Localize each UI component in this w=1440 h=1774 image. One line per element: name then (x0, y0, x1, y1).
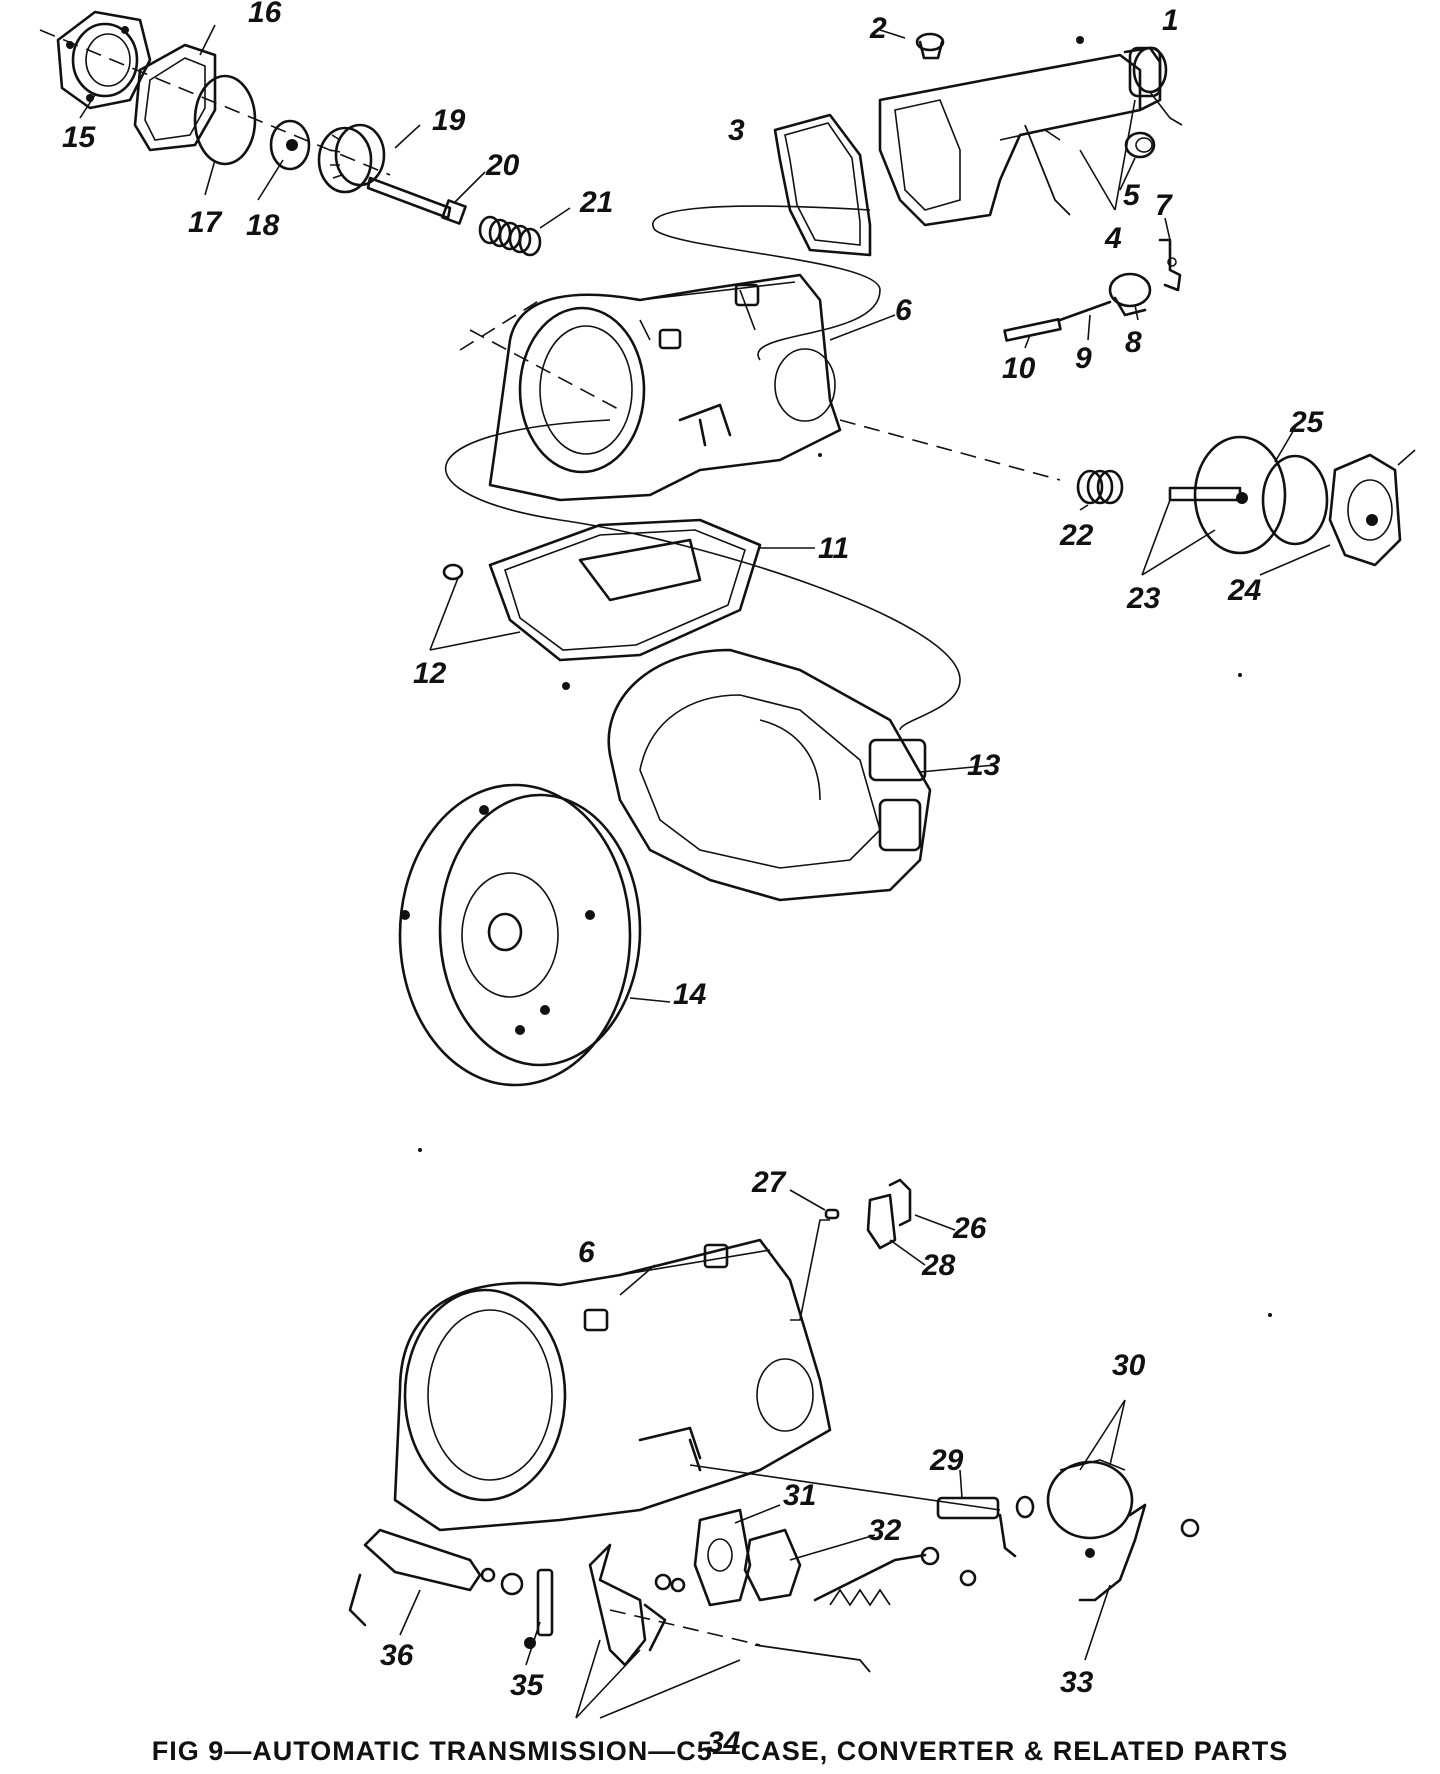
park-rod-bracket (500, 1568, 686, 1637)
pump-gasket (133, 43, 217, 152)
neutral-switch (1046, 1459, 1134, 1540)
stator-support (317, 123, 386, 194)
servo-gasket (743, 1528, 802, 1602)
callout-14: 14 (673, 978, 707, 1011)
servo-spring (1076, 469, 1124, 505)
callout-8: 8 (1125, 326, 1142, 359)
bolt (1085, 1548, 1095, 1558)
callout-21: 21 (579, 186, 613, 219)
callout-4: 4 (1104, 222, 1122, 255)
servo-piston (1168, 435, 1287, 555)
input-shaft (366, 176, 467, 225)
callout-27: 27 (751, 1166, 787, 1199)
callout-1: 1 (1162, 4, 1179, 37)
callout-labels: 1 2 3 4 5 6 7 8 9 10 11 12 13 14 15 16 1… (62, 0, 1325, 1759)
extension-gasket (773, 113, 872, 257)
callout-26: 26 (952, 1212, 987, 1245)
extension-housing (878, 46, 1162, 227)
callout-7: 7 (1155, 189, 1173, 222)
callout-2: 2 (869, 12, 887, 45)
spring-pack (478, 215, 542, 257)
callout-29: 29 (929, 1444, 964, 1477)
shift-rod (1003, 317, 1062, 342)
callout-17: 17 (188, 206, 223, 239)
servo-cover (1328, 453, 1402, 567)
callout-32: 32 (868, 1514, 902, 1547)
front-pump-housing (56, 10, 152, 110)
torque-converter (398, 783, 642, 1087)
callout-34: 34 (707, 1726, 741, 1759)
callout-20: 20 (485, 149, 520, 182)
transmission-case-upper (488, 273, 842, 502)
callout-31: 31 (783, 1479, 816, 1512)
detent-spring (888, 1178, 912, 1227)
cooler-tube-bracket (348, 1528, 496, 1627)
o-ring (193, 74, 257, 166)
callout-23: 23 (1126, 582, 1161, 615)
figure-caption: FIG 9—AUTOMATIC TRANSMISSION—C5—CASE, CO… (151, 1736, 1289, 1766)
linkage-rod (754, 1546, 977, 1673)
servo-cover-plate (693, 1508, 752, 1607)
callout-10: 10 (1002, 352, 1036, 385)
driven-shaft (1058, 300, 1112, 322)
pin (824, 1208, 840, 1220)
bushing (1124, 131, 1156, 159)
callout-16: 16 (248, 0, 282, 29)
park-pawl (588, 1543, 667, 1667)
callout-33: 33 (1060, 1666, 1094, 1699)
callout-22: 22 (1059, 519, 1094, 552)
manual-lever (1078, 1503, 1147, 1602)
callout-25: 25 (1289, 406, 1325, 439)
speedometer-retainer (1158, 238, 1182, 292)
callout-12: 12 (413, 657, 447, 690)
callout-35: 35 (510, 1669, 545, 1702)
callout-24: 24 (1227, 574, 1262, 607)
drain-washer (442, 563, 464, 581)
servo-o-ring (1261, 454, 1329, 546)
callout-11: 11 (818, 532, 849, 565)
callout-13: 13 (967, 749, 1001, 782)
nut (1180, 1518, 1200, 1538)
callout-28: 28 (921, 1249, 956, 1282)
oil-pan (488, 518, 762, 662)
vent-cap (915, 32, 945, 60)
callout-6: 6 (895, 294, 912, 327)
converter-housing (607, 648, 932, 902)
speedometer-gear (1108, 272, 1152, 317)
thrust-washer (269, 119, 311, 171)
callout-15: 15 (62, 121, 97, 154)
callout-19: 19 (432, 104, 466, 137)
transmission-case-lower (393, 1238, 832, 1532)
callout-36: 36 (380, 1639, 414, 1672)
callout-18: 18 (246, 209, 280, 242)
shift-plate (866, 1193, 897, 1250)
callout-3: 3 (728, 114, 745, 147)
callout-6-lower: 6 (578, 1236, 595, 1269)
callout-30: 30 (1112, 1349, 1146, 1382)
callout-5: 5 (1123, 179, 1141, 212)
callout-9: 9 (1075, 342, 1092, 375)
manual-shaft (936, 1495, 1035, 1520)
